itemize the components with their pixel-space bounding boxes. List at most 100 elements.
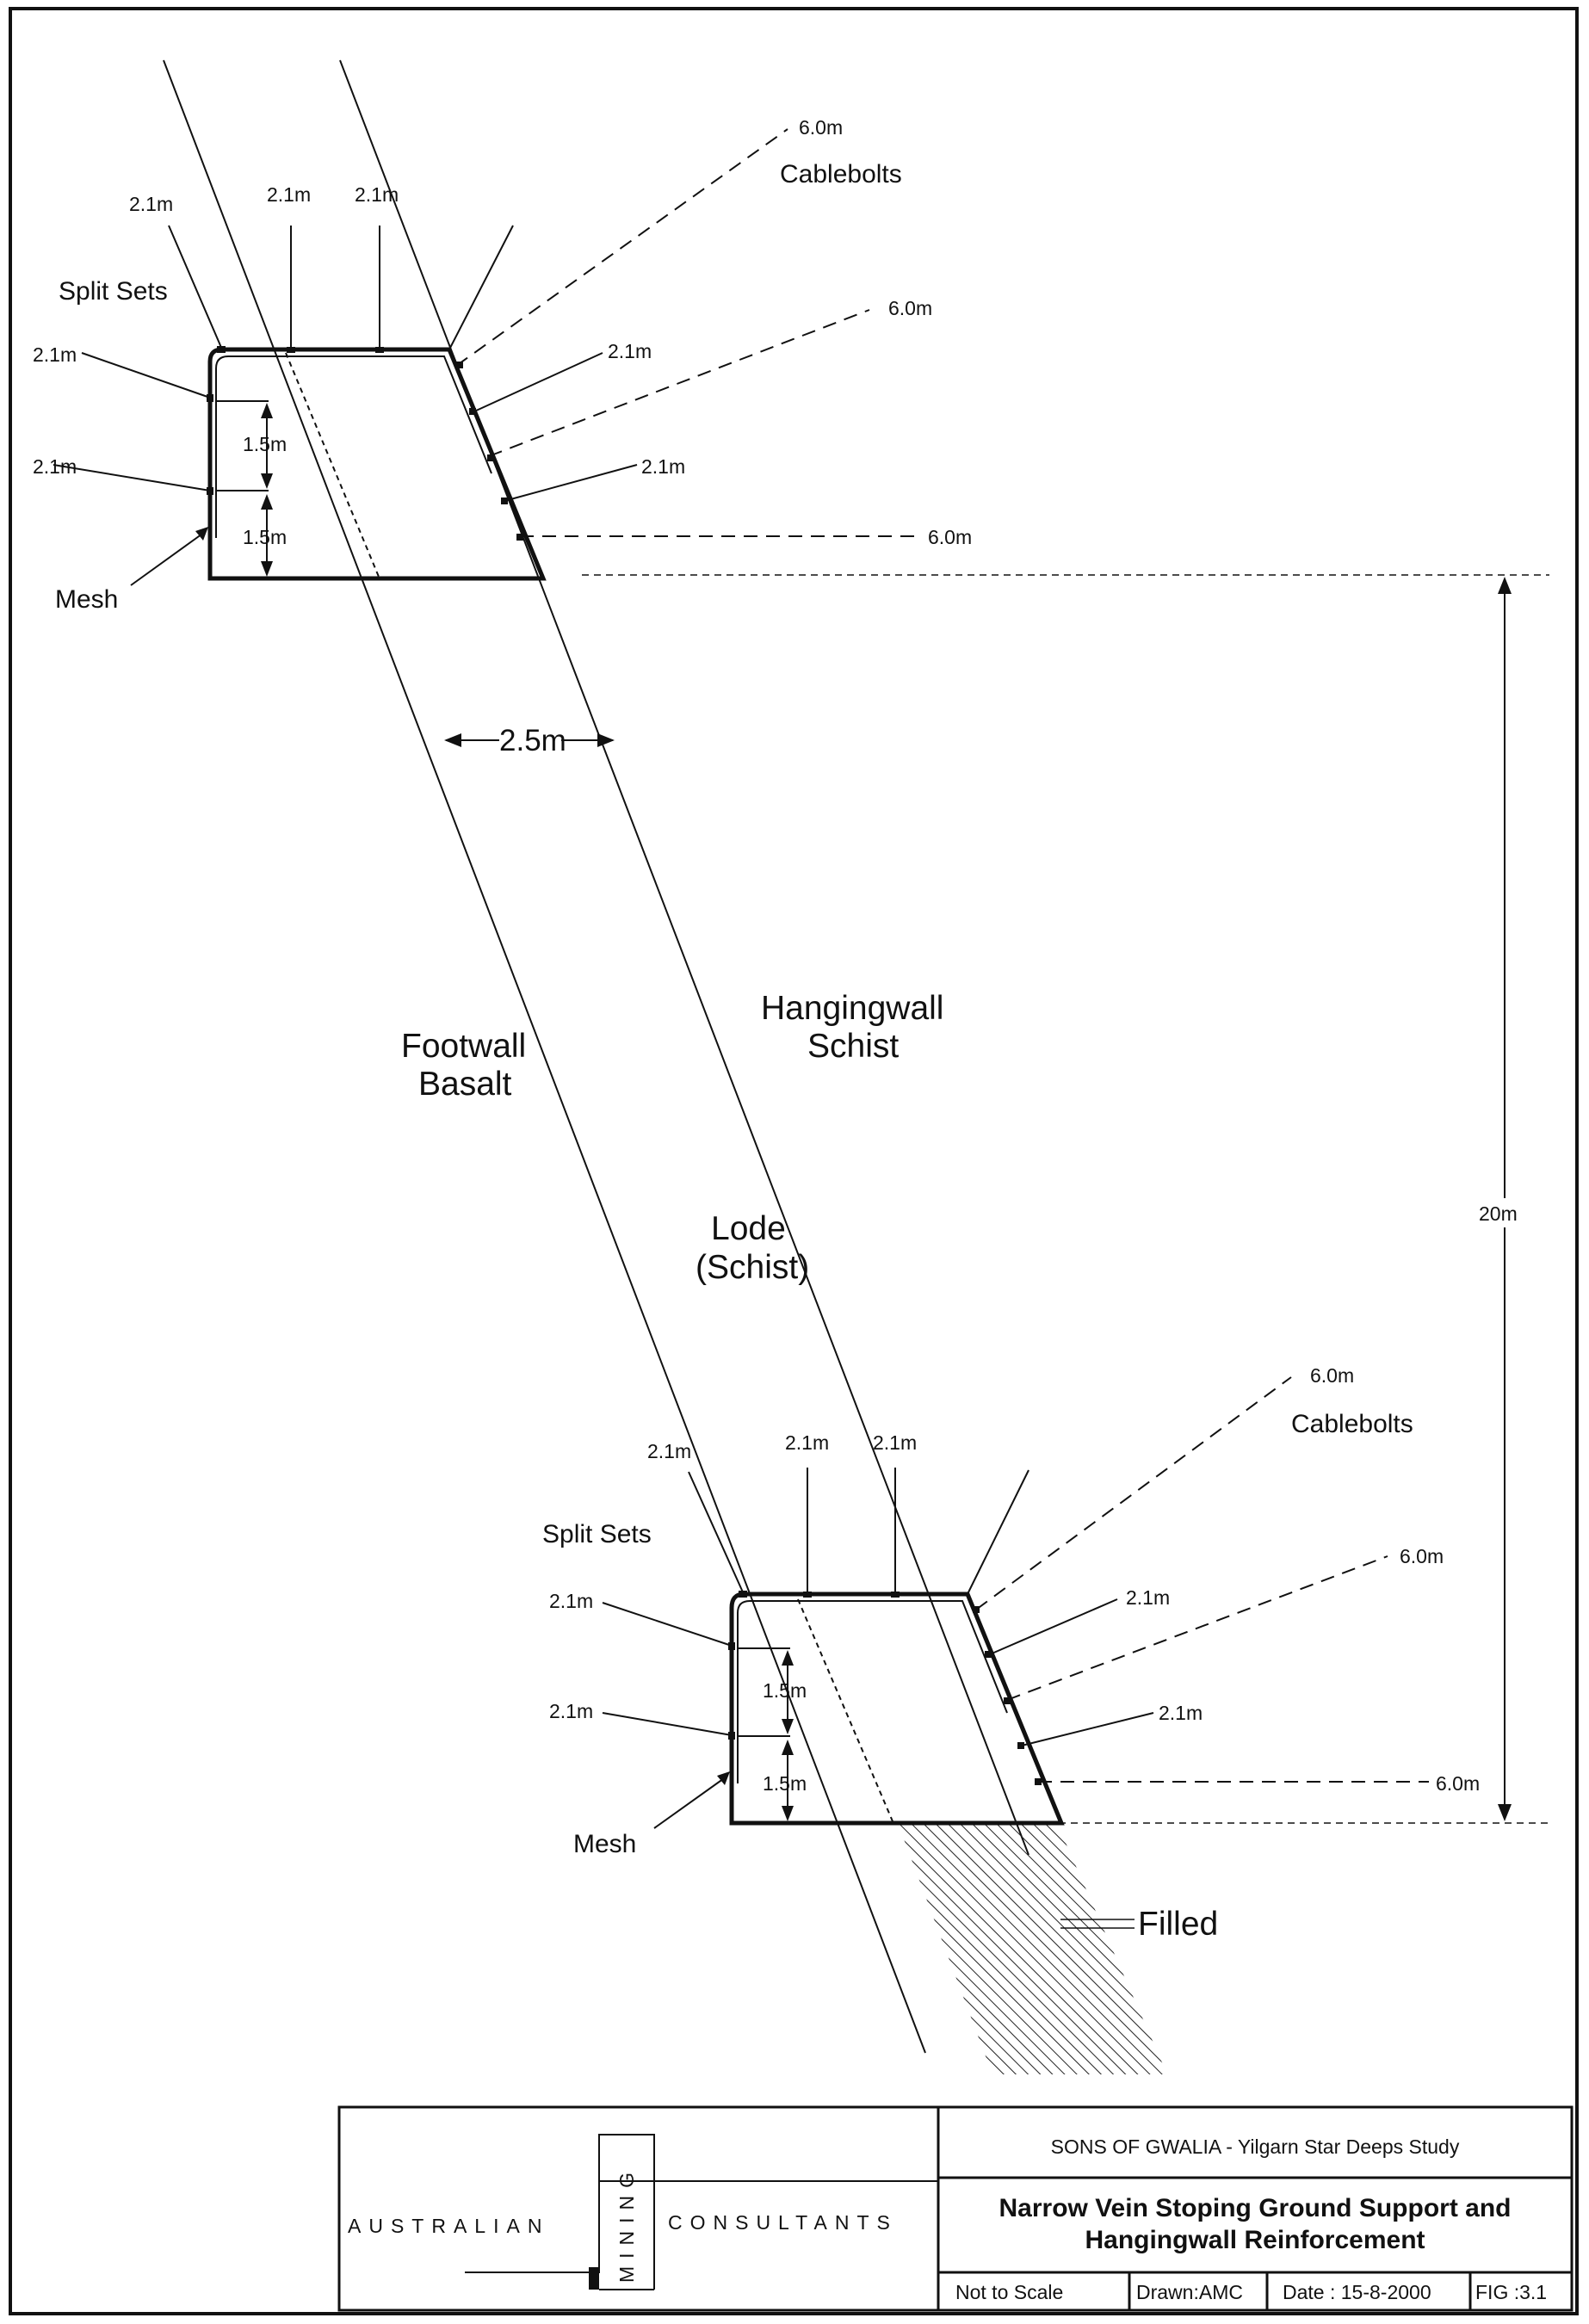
bolt-plate [985,1651,992,1658]
dim-arrow [261,494,273,510]
dim-arrow [597,733,615,747]
bolt-plate [728,1642,735,1650]
lode-rock-label: (Schist) [696,1249,809,1286]
bolt-length-label: 2.1m [1126,1586,1170,1609]
split-set-bolt [448,225,514,350]
bolt-length-label: 2.1m [549,1590,593,1612]
bolt-plate [287,347,295,353]
title-block-frame [337,2105,1574,2312]
footwall-dashed [285,352,380,578]
bolt-plate [207,487,213,495]
dim-arrow [782,1650,794,1666]
split-set-bolt [473,352,603,412]
bolt-plate [803,1592,812,1598]
drawing-title-line1: Narrow Vein Stoping Ground Support and [999,2194,1512,2222]
dim-arrow [261,561,273,577]
hangingwall-contact-line [339,59,1029,1856]
cable-bolt [1006,1555,1388,1701]
bolt-length-label: 2.1m [1159,1702,1203,1724]
bolt-length-label: 2.1m [33,343,77,366]
split-set-bolt [504,464,638,502]
filled-stope [898,1823,1167,2074]
project-name: SONS OF GWALIA - Yilgarn Star Deeps Stud… [1051,2135,1460,2158]
bolt-plate [469,408,476,415]
cable-bolt [455,128,788,367]
drawing-date: Date : 15-8-2000 [1283,2281,1431,2303]
split-set-bolt [602,1712,733,1736]
split-sets-label: Split Sets [59,277,168,306]
cable-bolt [488,309,870,457]
split-set-bolt [989,1598,1118,1655]
bolt-length-label: 2.1m [355,183,399,206]
mesh-leader [653,1776,727,1829]
bolt-plate [217,346,226,353]
bolt-plate [1004,1697,1011,1704]
cablebolts-label: Cablebolts [1291,1410,1413,1438]
logo-frame [465,2134,655,2273]
footwall-label: Footwall [401,1028,526,1065]
cable-length-label: 6.0m [928,526,972,548]
split-set-bolt [602,1602,733,1647]
bolt-plate [891,1592,900,1598]
bolt-length-label: 2.1m [608,340,652,362]
dim-arrow [1498,577,1512,594]
mesh-label: Mesh [55,585,118,614]
split-sets-label: Split Sets [542,1520,652,1548]
split-set-bolt [1021,1712,1154,1746]
company-name-mining: MINING [615,2165,638,2283]
mesh-arrow [195,527,208,541]
bolt-plate [456,362,463,368]
split-set-bolt [688,1471,745,1595]
drawing-title-line2: Hangingwall Reinforcement [1085,2226,1425,2254]
dim-arrow [261,473,273,489]
spacing-label: 1.5m [243,526,287,548]
spacing-label: 1.5m [243,433,287,455]
logo-mark [589,2267,599,2290]
cable-length-label: 6.0m [1436,1772,1480,1795]
spacing-label: 1.5m [763,1679,807,1702]
top-stope: 2.1m 2.1m 2.1m 2.1m 2.1m 2.1m 2.1m Split… [33,116,972,614]
level-interval-label: 20m [1479,1202,1518,1225]
dim-arrow [782,1806,794,1821]
dim-arrow [261,403,273,418]
drawn-by: Drawn:AMC [1136,2281,1243,2303]
cable-length-label: 6.0m [799,116,843,139]
filled-label: Filled [1138,1906,1218,1943]
dim-arrow [1498,1804,1512,1821]
footwall-dashed [797,1598,893,1822]
dim-arrow [444,733,461,747]
split-set-bolt [81,352,211,399]
company-logo: AUSTRALIAN MINING CONSULTANTS [348,2134,938,2290]
mesh-arrow [717,1771,730,1785]
mesh-leader [130,531,206,586]
bolt-length-label: 2.1m [549,1700,593,1722]
figure-number: FIG :3.1 [1475,2281,1547,2303]
mesh-label: Mesh [573,1830,636,1858]
bolt-length-label: 2.1m [785,1431,829,1454]
title-block: AUSTRALIAN MINING CONSULTANTS SONS OF GW… [337,2105,1574,2312]
bolt-plate [501,498,508,504]
cable-bolt [975,1376,1292,1610]
bolt-plate [207,394,213,402]
dim-arrow [782,1740,794,1755]
lode-label: Lode [711,1210,786,1247]
bolt-length-label: 2.1m [129,193,173,215]
split-set-bolt [53,464,211,491]
spacing-label: 1.5m [763,1772,807,1795]
company-name-australian: AUSTRALIAN [348,2215,549,2237]
cable-length-label: 6.0m [1310,1364,1354,1387]
bolt-plate [728,1732,735,1740]
footwall-contact-line [163,59,926,2054]
split-set-bolt [168,225,223,350]
bolt-length-label: 2.1m [873,1431,917,1454]
cablebolts-label: Cablebolts [780,160,902,189]
bolt-length-label: 2.1m [267,183,311,206]
cable-length-label: 6.0m [888,297,932,319]
split-set-bolt [967,1469,1029,1595]
level-interval-label-bg [1474,1198,1530,1227]
stope-outline [207,347,547,581]
hangingwall-label: Hangingwall [761,990,943,1027]
bolt-length-label: 2.1m [641,455,685,478]
bolt-plate [487,454,494,461]
